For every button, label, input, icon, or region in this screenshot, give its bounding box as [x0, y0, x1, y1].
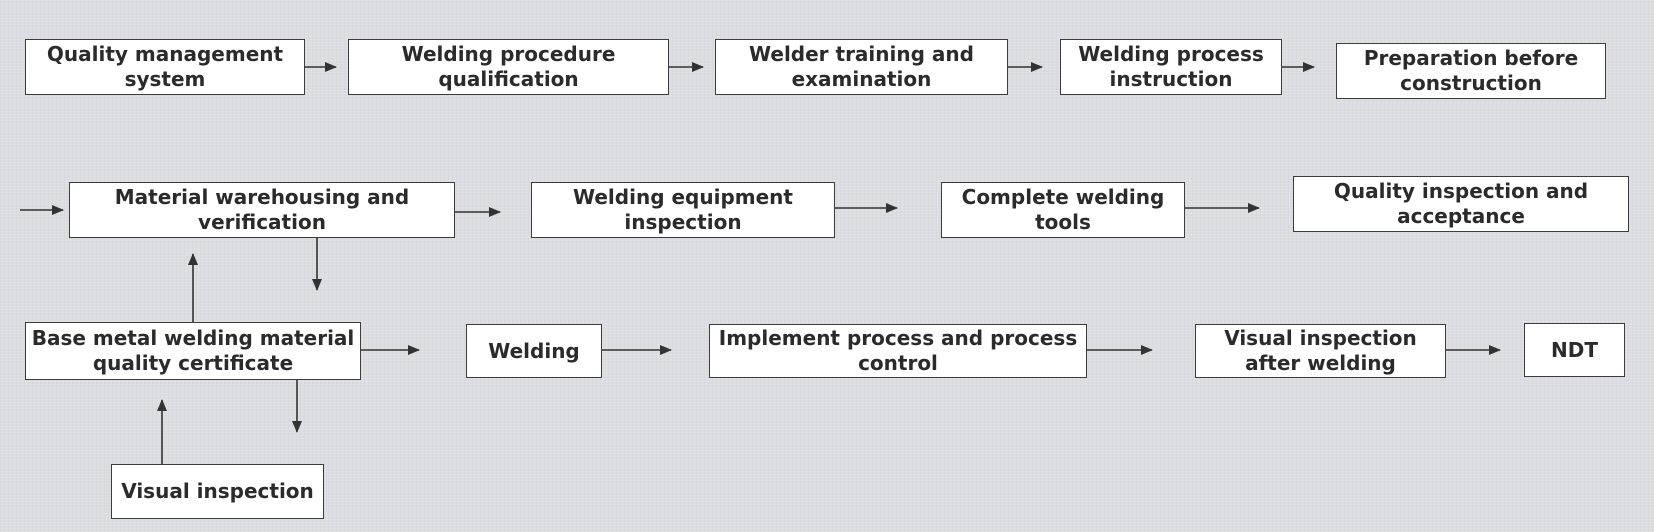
node-visual-inspection: Visual inspection: [111, 464, 324, 519]
node-label: Visual inspection: [121, 479, 314, 503]
node-ndt: NDT: [1524, 323, 1625, 377]
node-label: Welding: [488, 338, 580, 363]
node-welding: Welding: [466, 324, 602, 378]
node-label: NDT: [1551, 337, 1598, 362]
